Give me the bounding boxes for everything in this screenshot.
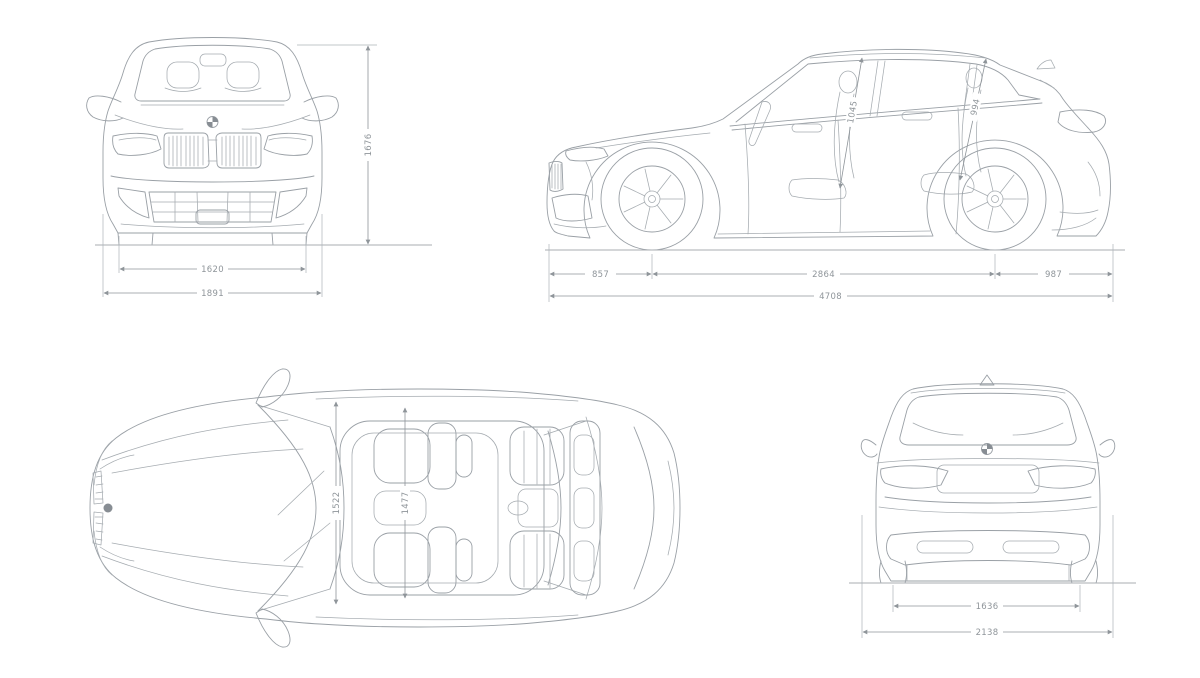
side-view-drawing: 1045 994 857 2864 987 4708 — [545, 48, 1125, 302]
windshield — [134, 44, 291, 102]
taillights — [880, 465, 1096, 489]
bmw-roundel-icon — [103, 503, 113, 513]
dim-label-rear-headroom: 994 — [969, 98, 982, 117]
front-fascia — [110, 175, 315, 229]
dimension-rear-cabin-width: 1477 — [400, 407, 411, 599]
dimension-front-headroom: 1045 — [838, 57, 864, 189]
dim-label-wheelbase: 2864 — [812, 270, 835, 280]
rear-view-drawing: 1636 2138 — [849, 374, 1136, 638]
rear-end-details — [1051, 109, 1106, 231]
door-handle — [901, 111, 933, 121]
side-kidney-grille — [548, 161, 564, 192]
front-view-drawing: 1620 1891 1676 — [86, 37, 432, 299]
headlights — [112, 132, 313, 156]
bmw-roundel-icon — [206, 116, 219, 128]
side-car-body — [546, 48, 1111, 251]
rear-car-body — [860, 374, 1116, 584]
front-end-details — [548, 132, 711, 229]
dim-label-overall-width: 1891 — [201, 289, 224, 299]
dimension-rear-track: 1636 — [892, 585, 1081, 612]
side-view: 1045 994 857 2864 987 4708 — [540, 12, 1130, 312]
dim-label-rear-track: 1636 — [976, 602, 999, 612]
taillight — [1057, 109, 1106, 133]
side-mirrors — [860, 439, 1116, 458]
glasshouse — [729, 59, 1043, 131]
dim-label-rear-overhang: 987 — [1045, 270, 1062, 280]
door-handle — [791, 123, 823, 133]
top-view: 1522 1477 — [78, 365, 693, 655]
dim-label-rear-cabin-width: 1477 — [401, 492, 411, 515]
license-recess — [936, 464, 1040, 494]
dimension-front-track: 1620 — [118, 236, 307, 275]
antenna-fin — [979, 374, 995, 386]
door-seams — [717, 107, 960, 235]
rear-window — [899, 392, 1077, 446]
dim-label-width-incl-mirrors: 2138 — [976, 628, 999, 638]
dimension-rear-headroom: 994 — [958, 58, 988, 181]
front-view: 1620 1891 1676 — [85, 18, 445, 318]
hood-creases — [101, 395, 579, 621]
dimension-overall-width: 1891 — [102, 214, 323, 299]
front-tires — [117, 232, 308, 246]
antenna-fin — [1036, 59, 1056, 70]
kidney-grille — [163, 132, 262, 169]
dim-label-front-cabin-width: 1522 — [332, 492, 342, 515]
headrests — [164, 61, 262, 92]
dimension-front-cabin-width: 1522 — [331, 401, 342, 605]
top-car-body — [89, 368, 681, 648]
dimension-lengths: 857 2864 987 4708 — [548, 244, 1114, 302]
rear-bumper — [878, 506, 1098, 582]
dim-label-front-headroom: 1045 — [846, 100, 860, 124]
side-mirrors — [255, 368, 291, 648]
bmw-roundel-icon — [981, 443, 993, 455]
rear-bench — [509, 420, 601, 596]
dim-label-front-overhang: 857 — [592, 270, 609, 280]
nose-kidney-grille — [92, 470, 113, 546]
rearview-mirror — [199, 53, 227, 67]
dim-label-overall-length: 4708 — [819, 292, 842, 302]
front-car-body — [86, 37, 339, 246]
interior-seats — [748, 67, 983, 200]
rear-glass-tail — [543, 416, 675, 600]
side-mirrors — [86, 95, 339, 122]
roof-panel — [339, 420, 545, 596]
front-seats — [373, 422, 473, 594]
dim-label-front-track: 1620 — [201, 265, 224, 275]
rear-view: 1636 2138 — [845, 365, 1140, 665]
steering-wheel — [748, 101, 771, 146]
top-view-drawing: 1522 1477 — [89, 368, 681, 648]
front-wheel — [600, 147, 704, 251]
dimension-height: 1676 — [297, 44, 377, 245]
dim-label-height: 1676 — [364, 134, 374, 157]
dimension-width-incl-mirrors: 2138 — [861, 515, 1114, 638]
